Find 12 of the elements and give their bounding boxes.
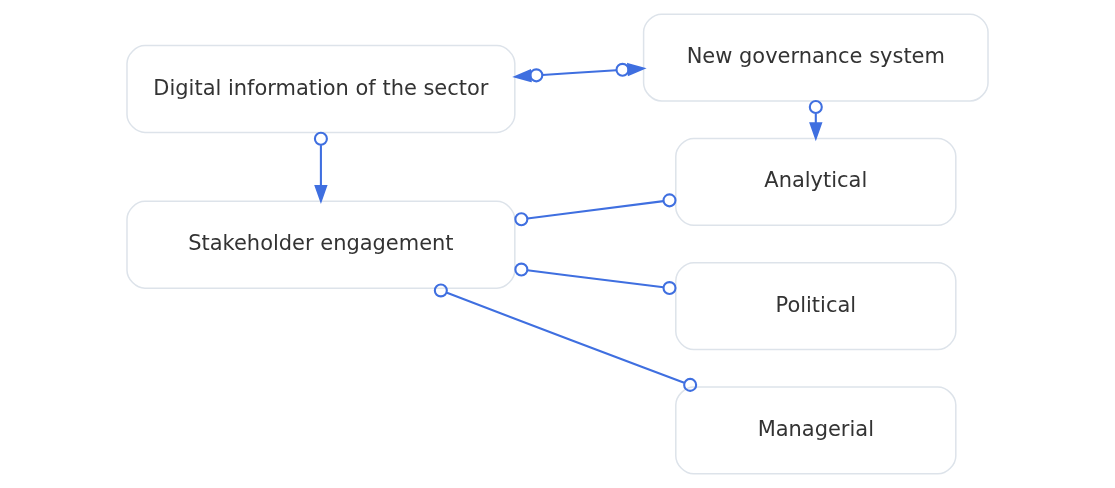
- node-box: New governance system: [642, 13, 989, 102]
- arrow: [313, 131, 328, 205]
- node-box: Digital information of the sector: [126, 44, 516, 134]
- arrow: [808, 99, 823, 142]
- node-box: Stakeholder engagement: [126, 200, 516, 289]
- connector: [433, 283, 698, 392]
- connector: [514, 262, 677, 296]
- connector: [514, 193, 677, 227]
- node-box: Political: [675, 261, 957, 351]
- node-box: Managerial: [675, 386, 957, 475]
- node-box: Analytical: [675, 137, 957, 227]
- arrow: [512, 62, 647, 83]
